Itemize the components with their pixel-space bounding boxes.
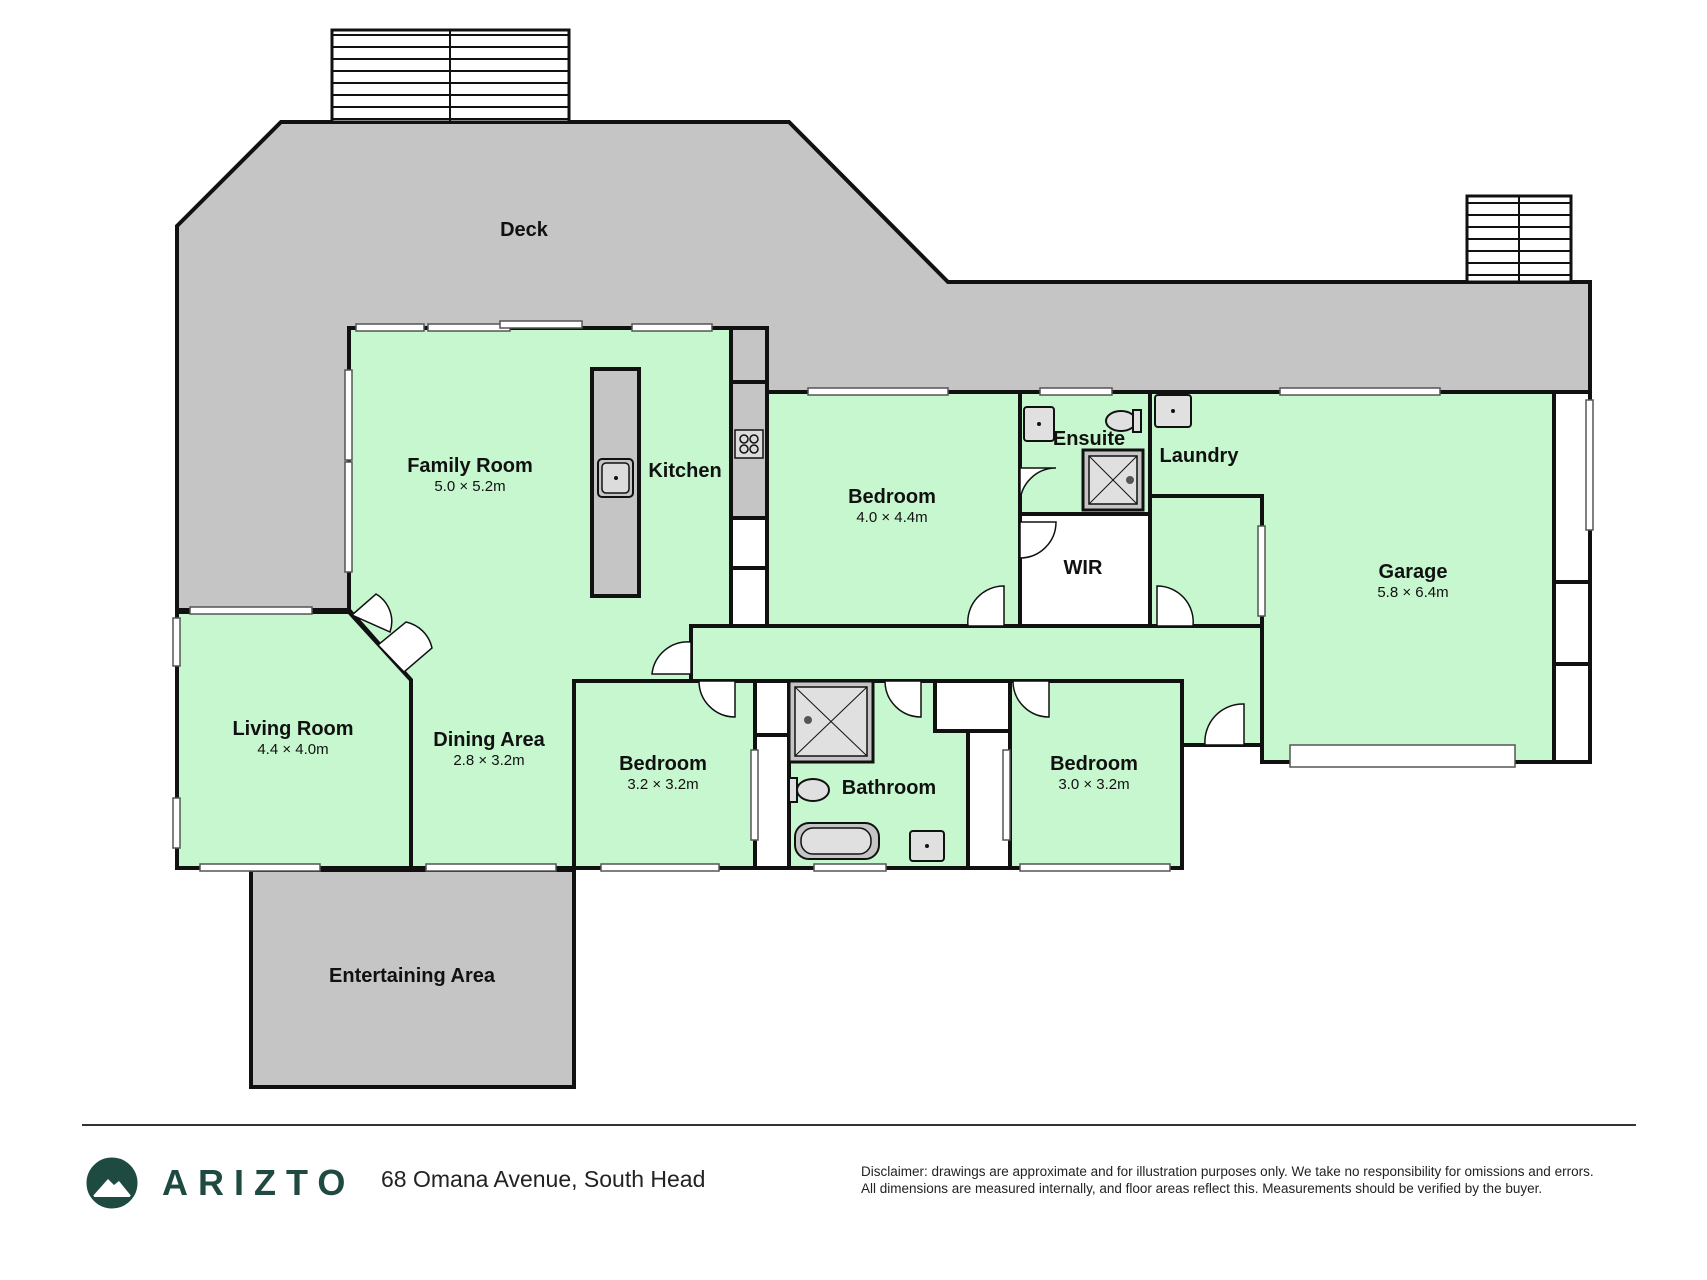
windows [172, 320, 1594, 872]
bedroom-main-dims: 4.0 × 4.4m [856, 509, 927, 526]
linen-cupboard [933, 679, 1012, 733]
sink-icon [1154, 394, 1192, 428]
entertaining-area [249, 868, 576, 1089]
disclaimer-line-2: All dimensions are measured internally, … [861, 1181, 1543, 1196]
wir-label: WIR [1064, 557, 1103, 579]
laundry-label: Laundry [1160, 445, 1240, 467]
property-address: 68 Omana Avenue, South Head [381, 1166, 706, 1192]
robe-cupboard [753, 679, 791, 737]
kitchen-label: Kitchen [648, 460, 721, 482]
stairs-icon [1465, 194, 1573, 284]
disclaimer-line-1: Disclaimer: drawings are approximate and… [861, 1164, 1594, 1179]
ensuite-label: Ensuite [1053, 428, 1125, 450]
bedroom-3-dims: 3.0 × 3.2m [1058, 776, 1129, 793]
stairs-icon [330, 28, 571, 124]
disclaimer: Disclaimer: drawings are approximate and… [861, 1163, 1651, 1197]
bedroom-main-label: Bedroom [848, 486, 936, 508]
brand: ARIZTO [86, 1156, 355, 1210]
family-room-label: Family Room [407, 455, 533, 477]
door-swing-icon [350, 467, 1245, 746]
sink-icon [1023, 406, 1055, 442]
garage-store [1552, 580, 1592, 666]
bathroom-label: Bathroom [842, 777, 936, 799]
living-room [175, 610, 413, 870]
entertaining-area-label: Entertaining Area [329, 965, 496, 987]
bathtub-icon [794, 822, 880, 860]
garage-store [1552, 390, 1592, 584]
dining-area-dims: 2.8 × 3.2m [453, 752, 524, 769]
sink-icon [597, 458, 634, 498]
bedroom-2-label: Bedroom [619, 753, 707, 775]
toilet-icon [788, 777, 830, 803]
shower-icon [787, 679, 875, 764]
garage-label: Garage [1379, 561, 1448, 583]
shower-icon [1081, 448, 1145, 512]
dining-area-label: Dining Area [433, 729, 545, 751]
footer-divider [82, 1124, 1636, 1126]
brand-name: ARIZTO [162, 1162, 356, 1203]
toilet-icon [1105, 409, 1142, 433]
family-room-dims: 5.0 × 5.2m [434, 478, 505, 495]
logo-mountain-icon [86, 1157, 138, 1209]
bedroom-2-dims: 3.2 × 3.2m [627, 776, 698, 793]
living-room-label: Living Room [232, 718, 353, 740]
sink-icon [909, 830, 945, 862]
garage-dims: 5.8 × 6.4m [1377, 584, 1448, 601]
bedroom-3-label: Bedroom [1050, 753, 1138, 775]
cooktop-icon [734, 429, 764, 459]
pantry [729, 516, 769, 570]
robe-cupboard [753, 733, 791, 870]
deck-label: Deck [500, 219, 549, 241]
living-room-dims: 4.4 × 4.0m [257, 741, 328, 758]
room-labels: Deck Family Room 5.0 × 5.2m Kitchen Livi… [232, 219, 1448, 987]
pantry [729, 566, 769, 628]
garage-store [1552, 662, 1592, 764]
